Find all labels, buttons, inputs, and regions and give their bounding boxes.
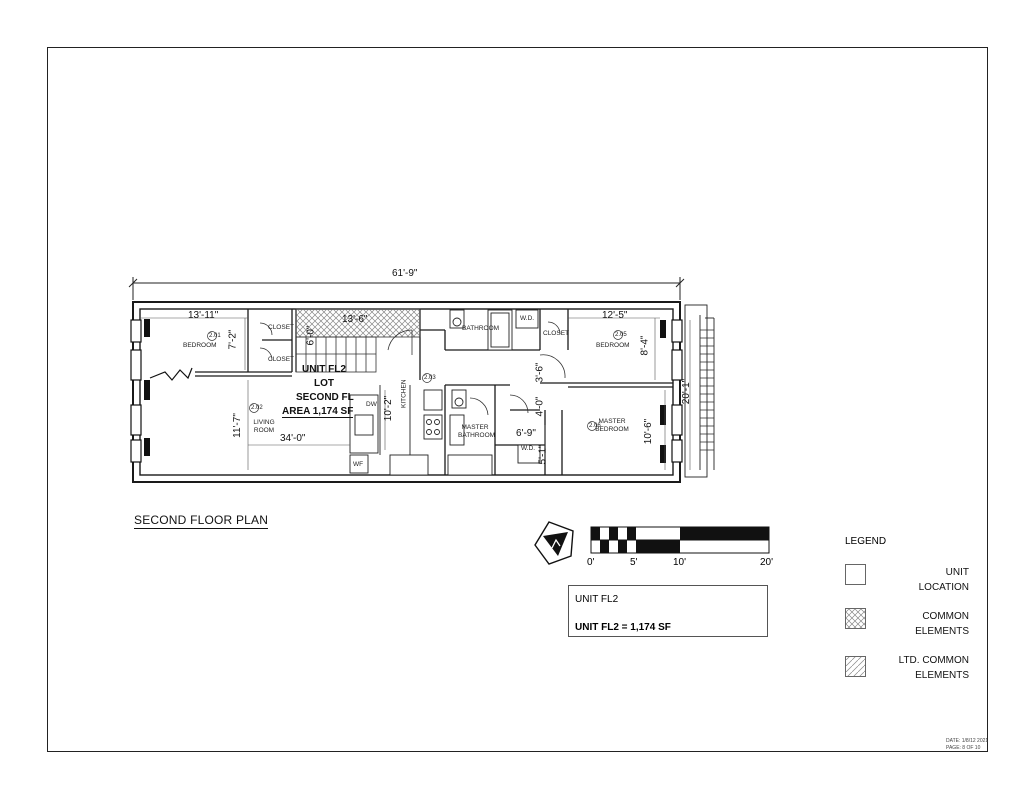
legend-crosshatch-fill (846, 609, 865, 628)
bedroom2-label: BEDROOM (596, 342, 630, 349)
legend-item-ltd-common: LTD. COMMON ELEMENTS (880, 653, 969, 683)
unit-label-line2: LOT (314, 378, 334, 389)
master-bath-label: MASTER BATHROOM (458, 424, 496, 439)
kitchen-counter (379, 385, 411, 455)
stair-hatch (295, 308, 421, 338)
living-tag: 2.02 (251, 405, 263, 411)
scale-tick-10: 10' (673, 557, 687, 568)
bedroom-label: BEDROOM (183, 342, 217, 349)
rear-windows (671, 319, 683, 463)
bedroom-depth-dim: 7'-2" (227, 329, 239, 350)
master-bed-dim: 10'-6" (643, 418, 655, 445)
rear-stair-treads (700, 329, 714, 451)
main-stair (295, 336, 377, 373)
scale-tick-5: 5' (630, 557, 638, 568)
scale-bar-fill (591, 527, 769, 553)
dishwasher-label: DW (366, 401, 377, 408)
closet-label-1: CLOSET (268, 324, 295, 331)
room-tags (207, 330, 623, 431)
legend-hatch-fill (846, 657, 865, 676)
unit-info-box: UNIT FL2 UNIT FL2 = 1,174 SF (568, 585, 768, 637)
sheet-border (47, 47, 988, 752)
legend-item-unit-line1: UNIT (945, 567, 969, 578)
kitchen-label: KITCHEN (400, 379, 408, 409)
door-swings (259, 321, 566, 416)
hall-dim-2: 4'-0" (534, 396, 546, 417)
kitchen-tag: 2.03 (424, 375, 436, 381)
interior-dimension-lines (140, 317, 691, 470)
master-bed-label: MASTER BEDROOM (595, 418, 629, 433)
kitchen-dim: 10'-2" (383, 395, 395, 422)
closet-label-3: CLOSET (543, 330, 570, 337)
bedroom2-width-dim: 12'-5" (602, 310, 628, 321)
unit-box-label: UNIT FL2 (575, 594, 619, 605)
date-stamp: DATE: 1/8/12 2021 (946, 738, 989, 744)
rear-dim: 20'-1" (681, 378, 693, 405)
unit-area-label: AREA 1,174 SF (282, 406, 354, 418)
legend-item-unit-line2: LOCATION (918, 582, 969, 593)
washer-dryer-label-2: W.D. (521, 445, 536, 452)
legend-swatch-common (845, 608, 866, 629)
rear-window-marks (660, 320, 666, 463)
master-bed-tag: 2.06 (589, 423, 601, 429)
living-width-dim: 34'-0" (280, 433, 306, 444)
scale-tick-20: 20' (760, 557, 774, 568)
bedroom-tag: 2.01 (209, 333, 221, 339)
bedroom2-tag: 2.05 (615, 332, 627, 338)
sheet-title: SECOND FLOOR PLAN (134, 513, 269, 529)
legend-item-common-line2: ELEMENTS (915, 626, 969, 637)
master-bath-dim: 6'-9" (516, 428, 536, 439)
legend-item-common-line1: COMMON (922, 611, 969, 622)
bathroom-label: BATHROOM (462, 325, 500, 332)
legend-item-common: COMMON ELEMENTS (900, 609, 969, 639)
living-depth-dim: 11'-7" (231, 413, 243, 438)
legend-swatch-ltd-common (845, 656, 866, 677)
front-door-break (149, 367, 193, 381)
bedroom2-depth-dim: 8'-4" (639, 335, 651, 356)
legend-item-ltd-line1: LTD. COMMON (898, 655, 969, 666)
washer-dryer-label-1: W.D. (520, 315, 535, 322)
living-room-label: LIVING ROOM (253, 419, 275, 434)
overall-dimension-label: 61'-9" (392, 268, 418, 279)
stair-depth-dim: 6'-0" (305, 325, 317, 346)
unit-label-block: UNIT FL2 LOT SECOND FL (296, 363, 354, 405)
legend-item-ltd-line2: ELEMENTS (915, 670, 969, 681)
stair-width-dim: 13'-6" (342, 314, 368, 325)
unit-box-area: UNIT FL2 = 1,174 SF (575, 622, 671, 633)
front-windows (130, 319, 142, 463)
unit-label-line3: SECOND FL (296, 392, 354, 403)
hall-dim: 3'-6" (534, 362, 546, 383)
north-arrow-icon (534, 521, 574, 565)
wd-dim: 5'-1" (537, 444, 549, 465)
legend-item-unit: UNIT LOCATION (900, 565, 969, 595)
page-stamp: PAGE: 8 OF 10 (946, 745, 981, 751)
scale-tick-0: 0' (587, 557, 595, 568)
legend-swatch-unit (845, 564, 866, 585)
bedroom-width-dim: 13'-11" (188, 310, 219, 321)
bathroom-fixtures (349, 309, 541, 476)
unit-label-line1: UNIT FL2 (302, 364, 346, 375)
closet-label-2: CLOSET (268, 356, 295, 363)
legend-title: LEGEND (845, 536, 887, 547)
front-window-marks (144, 319, 150, 456)
water-filter-label: WF (353, 461, 364, 468)
overall-dimension (128, 277, 685, 300)
